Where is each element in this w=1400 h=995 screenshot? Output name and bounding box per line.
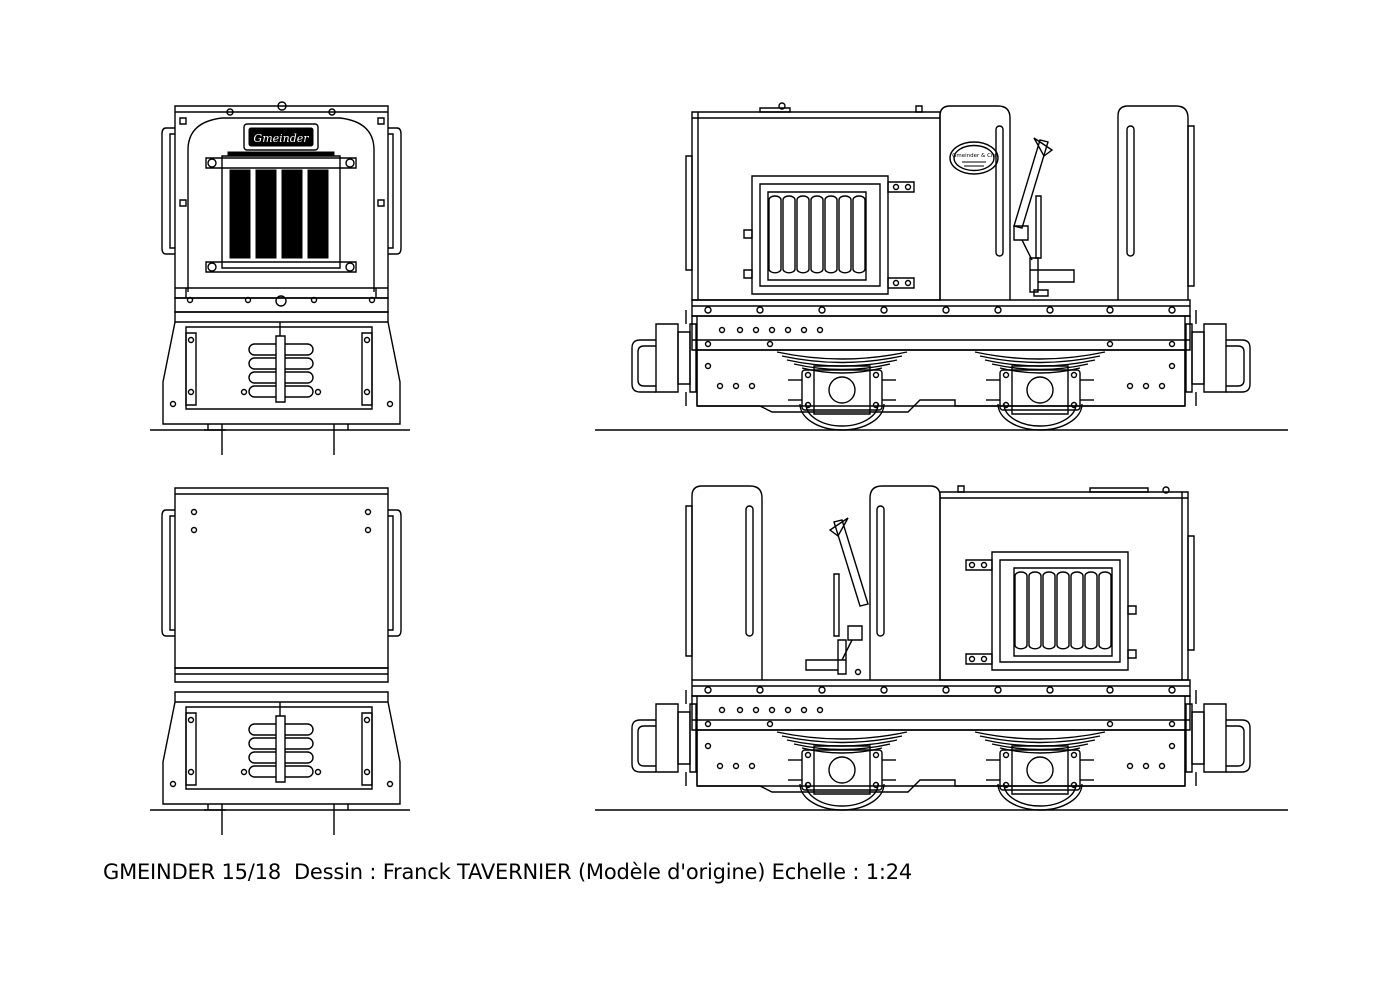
caption-note: (Modèle d'origine)	[577, 860, 766, 884]
front-end-view: Gmeinder	[149, 102, 411, 456]
side-view-left: Gmeinder & Cie	[595, 103, 1288, 431]
caption-author: Dessin : Franck TAVERNIER	[293, 860, 572, 884]
caption-model: GMEINDER 15/18	[103, 860, 281, 884]
caption-separator-1	[281, 860, 294, 884]
front-nameplate: Gmeinder	[253, 132, 309, 145]
side-view-right	[595, 486, 1288, 811]
builder-plate: Gmeinder & Cie	[952, 153, 996, 159]
caption-scale: Echelle : 1:24	[771, 860, 913, 884]
drawing-caption: GMEINDER 15/18 Dessin : Franck TAVERNIER…	[103, 860, 912, 884]
rear-end-view	[149, 488, 411, 836]
